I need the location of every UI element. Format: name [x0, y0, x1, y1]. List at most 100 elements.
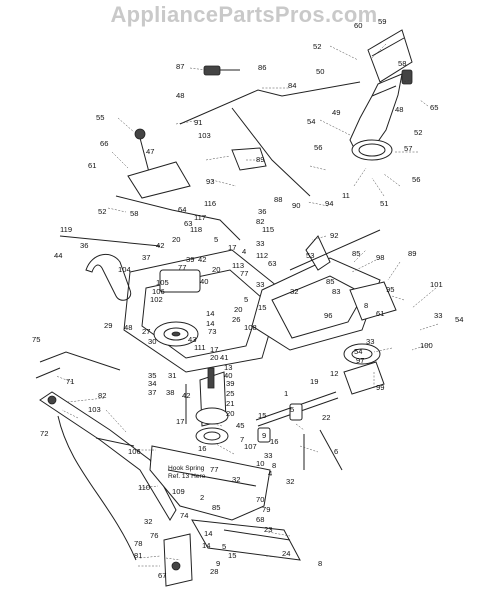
callout-30: 30 [148, 337, 156, 346]
callout-20c: 20 [234, 305, 242, 314]
callout-57: 57 [404, 144, 412, 153]
callout-4b: 4 [268, 469, 272, 478]
callout-47: 47 [146, 147, 154, 156]
callout-42b: 42 [198, 255, 206, 264]
callout-37b: 37 [148, 388, 156, 397]
callout-16b: 16 [198, 444, 206, 453]
callout-104: 104 [118, 265, 131, 274]
callout-84: 84 [288, 81, 296, 90]
callout-71: 71 [66, 377, 74, 386]
callout-59: 59 [378, 17, 386, 26]
callout-58b: 58 [130, 209, 138, 218]
callout-21: 21 [226, 399, 234, 408]
callout-108: 108 [244, 323, 257, 332]
callout-52b: 52 [414, 128, 422, 137]
callout-32d: 32 [144, 517, 152, 526]
callout-38: 38 [166, 388, 174, 397]
callout-48c: 48 [124, 323, 132, 332]
note-line-1: Hook Spring [168, 465, 205, 472]
callout-113: 113 [232, 261, 244, 270]
callout-90: 90 [292, 201, 300, 210]
callout-61: 61 [88, 161, 96, 170]
callout-100: 100 [420, 341, 433, 350]
callout-63b: 63 [268, 259, 276, 268]
callout-85: 85 [352, 249, 360, 258]
callout-98: 98 [376, 253, 384, 262]
callout-97: 97 [356, 356, 364, 365]
callout-81: 81 [134, 551, 142, 560]
callout-22: 22 [322, 413, 330, 422]
callout-35: 35 [148, 371, 156, 380]
callout-91: 91 [194, 118, 202, 127]
callout-42c: 42 [182, 391, 190, 400]
callout-1: 1 [284, 389, 288, 398]
callout-106b: 106 [128, 447, 141, 456]
callout-25: 25 [226, 389, 234, 398]
callout-48: 48 [176, 91, 184, 100]
callout-54: 54 [307, 117, 315, 126]
callout-54c: 54 [354, 347, 362, 356]
callout-15b: 15 [258, 411, 266, 420]
callout-101: 101 [430, 280, 443, 289]
callout-77c: 77 [210, 465, 218, 474]
callout-118: 118 [190, 225, 202, 234]
callout-88: 88 [274, 195, 282, 204]
callout-89: 89 [256, 155, 264, 164]
callout-labels: 59 60 52 58 87 86 50 84 48 65 49 48 55 9… [32, 17, 463, 580]
note-line-2: Ref. 13 Here [168, 473, 206, 480]
callout-43: 43 [188, 335, 196, 344]
callout-42: 42 [156, 241, 164, 250]
callout-99: 99 [376, 383, 384, 392]
callout-14b: 14 [206, 319, 214, 328]
callout-51: 51 [380, 199, 388, 208]
callout-5b: 5 [244, 295, 248, 304]
callout-15c: 15 [228, 551, 236, 560]
callout-56b: 56 [412, 175, 420, 184]
callout-20e: 20 [226, 409, 234, 418]
callout-32: 32 [290, 287, 298, 296]
callout-23: 23 [264, 525, 272, 534]
callout-107: 107 [244, 442, 257, 451]
callout-52c: 52 [98, 207, 106, 216]
callout-63: 63 [184, 219, 192, 228]
leader-lines [55, 43, 439, 567]
callout-13: 13 [224, 363, 232, 372]
callout-105: 105 [156, 278, 169, 287]
callout-20d: 20 [210, 353, 218, 362]
callout-9b: 9 [216, 559, 220, 568]
chute-crank-rod [179, 65, 361, 197]
callout-64: 64 [178, 205, 186, 214]
discharge-chute [349, 29, 413, 161]
callout-16: 16 [270, 437, 278, 446]
callout-79: 79 [262, 505, 270, 514]
callout-9: 9 [262, 431, 266, 440]
callout-103b: 103 [88, 405, 101, 414]
callout-4: 4 [242, 247, 246, 256]
auger-drive [185, 367, 229, 445]
callout-44: 44 [54, 251, 62, 260]
callout-77b: 77 [240, 269, 248, 278]
callout-14d: 14 [202, 541, 210, 550]
callout-19: 19 [310, 377, 318, 386]
callout-66: 66 [100, 139, 108, 148]
callout-7: 7 [240, 435, 244, 444]
callout-20b: 20 [212, 265, 220, 274]
callout-17c: 17 [176, 417, 184, 426]
callout-53: 53 [306, 251, 314, 260]
callout-72: 72 [40, 429, 48, 438]
callout-96: 96 [324, 311, 332, 320]
callout-39: 39 [186, 255, 194, 264]
callout-58: 58 [398, 59, 406, 68]
callout-45: 45 [236, 421, 244, 430]
callout-33d: 33 [366, 337, 374, 346]
callout-89b: 89 [408, 249, 416, 258]
callout-112: 112 [256, 251, 268, 260]
callout-111: 111 [194, 343, 206, 352]
callout-14c: 14 [204, 529, 212, 538]
callout-10: 10 [256, 459, 264, 468]
callout-50: 50 [316, 67, 324, 76]
callout-37: 37 [142, 253, 150, 262]
drive-frame [123, 249, 283, 373]
callout-5d: 5 [222, 542, 226, 551]
callout-36b: 36 [80, 241, 88, 250]
